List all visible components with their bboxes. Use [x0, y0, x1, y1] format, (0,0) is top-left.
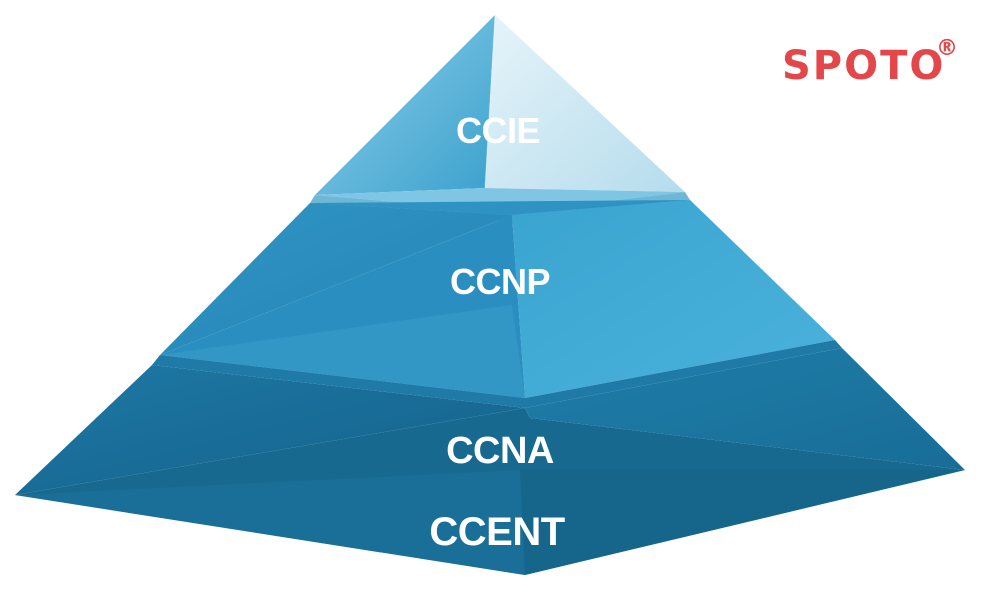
tier-label-ccie: CCIE — [456, 110, 540, 151]
pyramid-tier-ccna — [15, 348, 965, 575]
tier-label-ccent: CCENT — [429, 510, 564, 554]
brand-logo: SPOTO — [782, 43, 946, 89]
tier-label-ccna: CCNA — [446, 430, 554, 472]
pyramid-tier-ccie — [315, 14, 685, 212]
registered-mark: ® — [936, 36, 958, 61]
tier-label-ccnp: CCNP — [450, 261, 550, 302]
pyramid-tier-ccnp — [160, 200, 835, 398]
